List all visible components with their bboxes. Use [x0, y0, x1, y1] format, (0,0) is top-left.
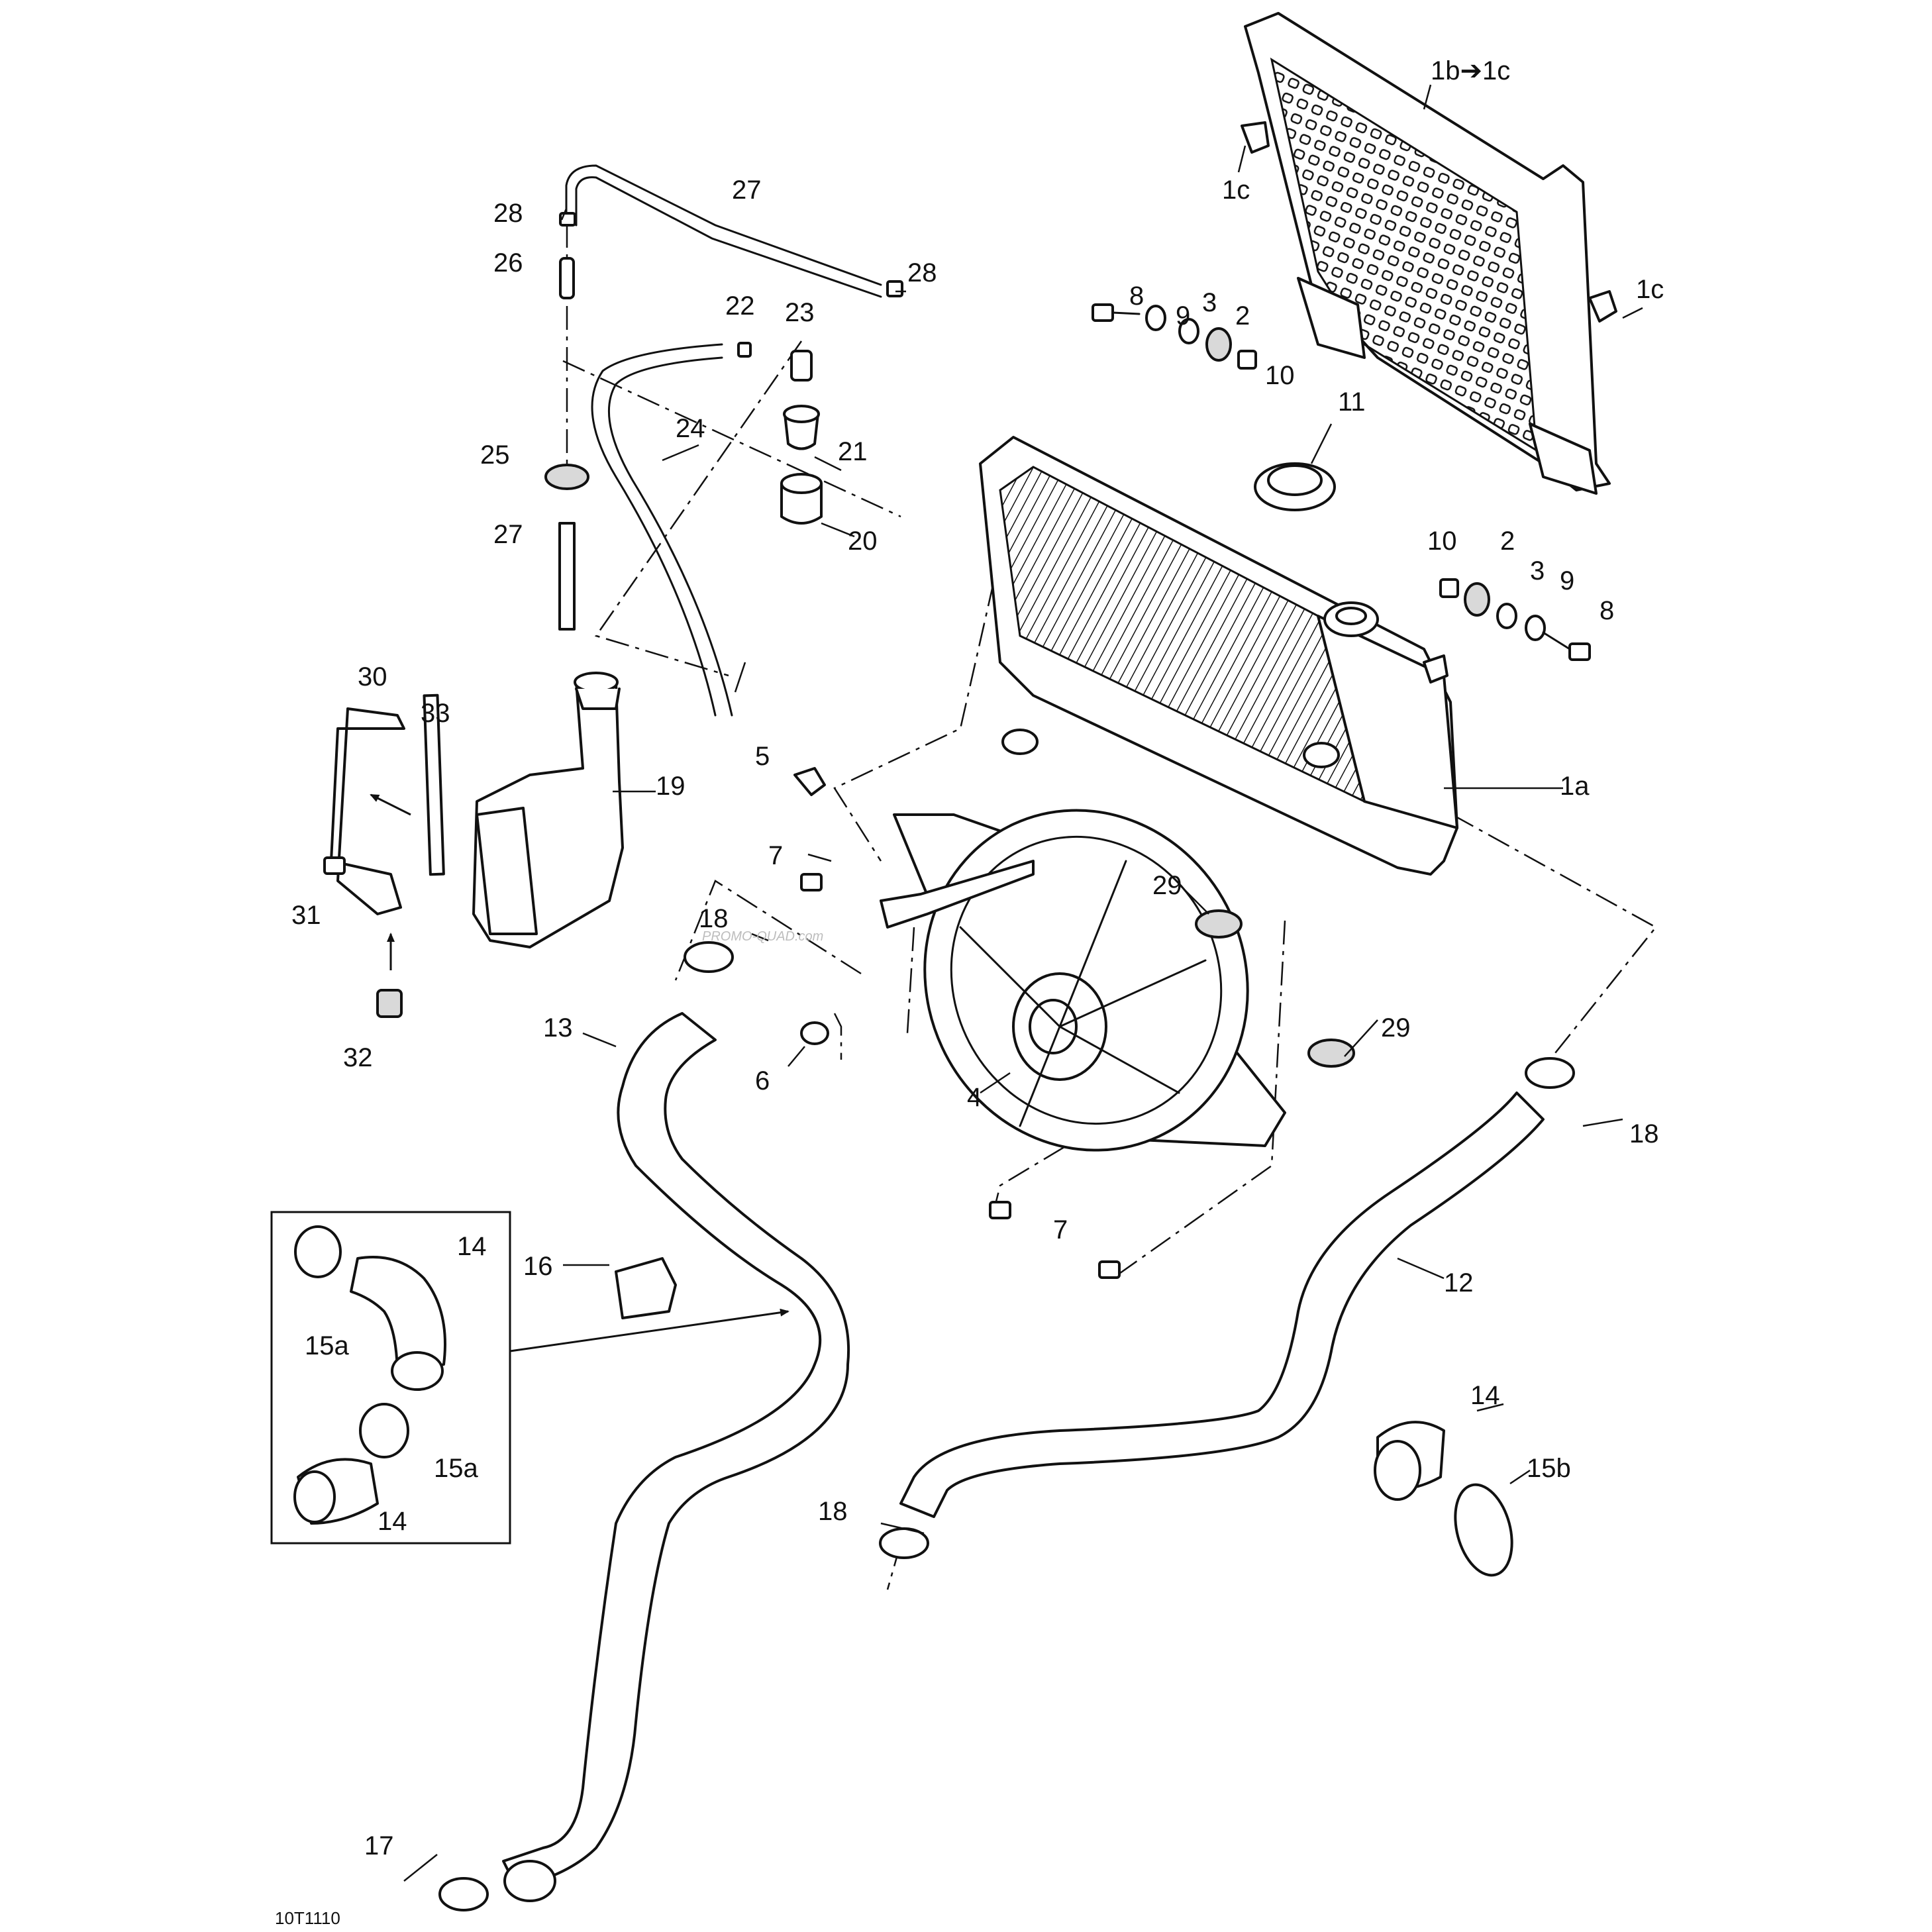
callout-13: 13 [543, 1013, 573, 1042]
callout-10-left: 10 [1265, 361, 1295, 390]
callout-17: 17 [364, 1831, 394, 1860]
callout-15b: 15b [1527, 1454, 1571, 1483]
callout-11: 11 [1338, 387, 1366, 417]
radiator-cap [1254, 462, 1336, 511]
radiator-grille [1241, 12, 1617, 495]
callout-8-right: 8 [1600, 596, 1614, 625]
callout-3-right: 3 [1530, 556, 1545, 585]
lower-hose-right [899, 1092, 1545, 1518]
grommets [1195, 909, 1355, 1068]
callout-2-right: 2 [1500, 527, 1515, 556]
callout-27-top: 27 [732, 176, 762, 205]
callout-23: 23 [785, 298, 815, 327]
callout-6: 6 [755, 1066, 770, 1095]
vent-hose [591, 343, 723, 717]
callout-29-upper: 29 [1152, 871, 1182, 900]
filler-cap [737, 342, 823, 525]
callout-26: 26 [493, 248, 523, 278]
callout-8-left: 8 [1129, 281, 1144, 311]
mount-hardware-left [1092, 303, 1257, 370]
callout-9-right: 9 [1560, 566, 1574, 595]
diagram-code: 10T1110 [275, 1908, 340, 1928]
callout-27-bottom: 27 [493, 520, 523, 549]
fan-fasteners [793, 767, 1121, 1279]
mount-hardware-right [1439, 578, 1591, 661]
callout-24: 24 [676, 414, 705, 443]
reservoir-bracket [323, 693, 445, 1018]
callout-1a: 1a [1560, 772, 1590, 801]
loose-parts-right [1374, 1421, 1513, 1577]
callout-15a-upper: 15a [305, 1331, 349, 1360]
callout-30: 30 [358, 662, 387, 691]
callout-33: 33 [421, 699, 450, 728]
callout-10-right: 10 [1427, 527, 1457, 556]
callout-7-upper: 7 [768, 841, 783, 870]
callout-16: 16 [523, 1252, 553, 1281]
repair-kit-inset [270, 1211, 789, 1545]
callout-2-left: 2 [1235, 301, 1250, 330]
callout-5: 5 [755, 742, 770, 771]
callout-28-left: 28 [493, 199, 523, 228]
callout-19: 19 [656, 772, 686, 801]
callout-3-left: 3 [1202, 288, 1217, 317]
callout-15a-lower: 15a [434, 1454, 478, 1483]
callout-18-upper: 18 [699, 904, 729, 933]
lower-hose-left [502, 1012, 850, 1902]
overflow-hose [544, 164, 903, 631]
callout-14-right: 14 [1470, 1381, 1500, 1410]
callout-1c-right: 1c [1636, 275, 1664, 304]
callout-28-right: 28 [907, 258, 937, 287]
callout-4: 4 [967, 1083, 982, 1112]
cooling-fan [880, 809, 1286, 1152]
radiator [979, 436, 1458, 876]
callout-18-right: 18 [1629, 1119, 1659, 1148]
callout-20: 20 [848, 527, 878, 556]
callout-7-lower: 7 [1053, 1215, 1068, 1245]
callout-labels: 1b➔1c 1c 1c 1a 8 9 3 2 10 11 10 2 3 9 8 … [275, 56, 1664, 1928]
callout-14-inset-bottom: 14 [378, 1507, 407, 1536]
callout-18-lower: 18 [818, 1497, 848, 1526]
callout-25: 25 [480, 440, 510, 470]
callout-9-left: 9 [1176, 301, 1190, 330]
callout-12: 12 [1444, 1268, 1474, 1297]
clamp-16 [615, 1257, 677, 1319]
watermark: PROMO-QUAD.com [702, 929, 823, 944]
callout-14-inset-top: 14 [457, 1232, 487, 1261]
coolant-reservoir [472, 672, 624, 948]
callout-31: 31 [291, 901, 321, 930]
hose-clamps [438, 941, 1575, 1911]
callout-32: 32 [343, 1043, 373, 1072]
callout-21: 21 [838, 437, 868, 466]
callout-1c-top: 1c [1222, 176, 1250, 205]
callout-1b-1c: 1b➔1c [1431, 56, 1510, 85]
callout-29-lower: 29 [1381, 1013, 1411, 1042]
leader-lines [403, 84, 1643, 1882]
callout-22: 22 [725, 291, 755, 321]
